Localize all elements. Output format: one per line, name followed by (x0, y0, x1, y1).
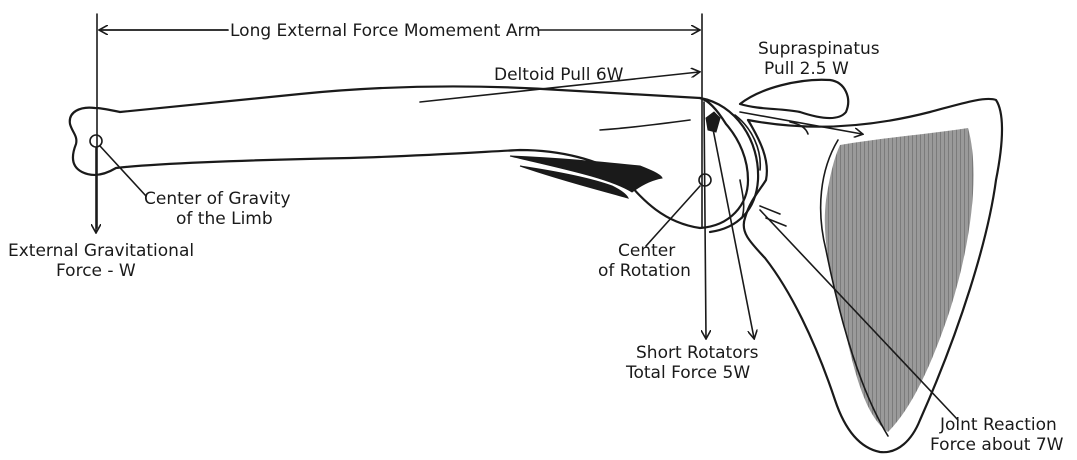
scapula-shading (825, 128, 974, 432)
acromion-outline (740, 80, 848, 118)
center-rotation-leader (646, 186, 700, 246)
supraspinatus-label-line2: Pull 2.5 W (764, 59, 849, 79)
moment-arm-label: Long External Force Momement Arm (230, 21, 541, 41)
center-rotation-label-line2: of Rotation (598, 261, 691, 281)
joint-contour-2 (740, 180, 744, 218)
deltoid-pull-label: Deltoid Pull 6W (494, 65, 624, 85)
supraspinatus-label-line1: Supraspinatus (758, 39, 880, 59)
short-rotators-label-line2: Total Force 5W (625, 363, 750, 383)
humerus-shaft-shade (600, 120, 690, 130)
joint-reaction-label-line1: Joint Reaction (939, 415, 1057, 435)
external-force-label-line1: External Gravitational (8, 241, 194, 261)
external-force-label-line2: Force - W (56, 261, 136, 281)
center-of-gravity-marker (90, 135, 102, 147)
center-rotation-label-line1: Center (618, 241, 675, 261)
center-gravity-leader (100, 146, 146, 196)
short-rotators-label-line1: Short Rotators (636, 343, 759, 363)
joint-reaction-label-line2: Force about 7W (930, 435, 1064, 455)
center-gravity-label-line2: of the Limb (176, 209, 273, 229)
short-rotators-arrow-1 (704, 102, 706, 338)
center-gravity-label-line1: Center of Gravity (144, 189, 291, 209)
